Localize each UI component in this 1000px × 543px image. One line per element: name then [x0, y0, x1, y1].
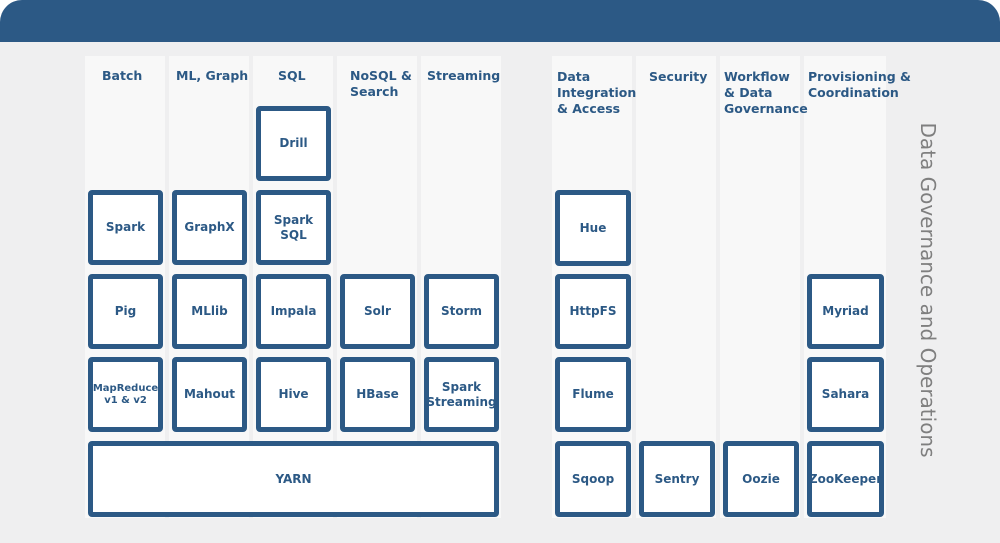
header-workflow: Workflow & Data Governance	[724, 69, 808, 116]
header-nosql: NoSQL & Search	[350, 68, 412, 99]
header-sql: SQL	[278, 68, 306, 83]
storm-box: Storm	[424, 274, 499, 349]
yarn-box: YARN	[88, 441, 499, 517]
spark-sql-box: Spark SQL	[256, 190, 331, 265]
hbase-box: HBase	[340, 357, 415, 432]
flume-box: Flume	[555, 357, 631, 432]
header-ml-graph: ML, Graph	[176, 68, 249, 83]
pig-box: Pig	[88, 274, 163, 349]
spark-streaming-box: Spark Streaming	[424, 357, 499, 432]
header-streaming: Streaming	[427, 68, 501, 83]
impala-box: Impala	[256, 274, 331, 349]
drill-box: Drill	[256, 106, 331, 181]
header-batch: Batch	[102, 68, 143, 83]
side-label: Data Governance and Operations	[916, 122, 940, 458]
sqoop-box: Sqoop	[555, 441, 631, 517]
zookeeper-box: ZooKeeper	[807, 441, 884, 517]
header-provisioning: Provisioning & Coordination	[808, 69, 911, 100]
graphx-box: GraphX	[172, 190, 247, 265]
sentry-box: Sentry	[639, 441, 715, 517]
header-security: Security	[649, 69, 708, 84]
spark-box: Spark	[88, 190, 163, 265]
solr-box: Solr	[340, 274, 415, 349]
httpfs-box: HttpFS	[555, 274, 631, 349]
mllib-box: MLlib	[172, 274, 247, 349]
oozie-box: Oozie	[723, 441, 799, 517]
hive-box: Hive	[256, 357, 331, 432]
sahara-box: Sahara	[807, 357, 884, 432]
top-banner	[0, 0, 1000, 42]
hue-box: Hue	[555, 190, 631, 266]
mapreduce-box: MapReduce v1 & v2	[88, 357, 163, 432]
mahout-box: Mahout	[172, 357, 247, 432]
header-data-integration: Data Integration & Access	[557, 69, 637, 116]
myriad-box: Myriad	[807, 274, 884, 349]
